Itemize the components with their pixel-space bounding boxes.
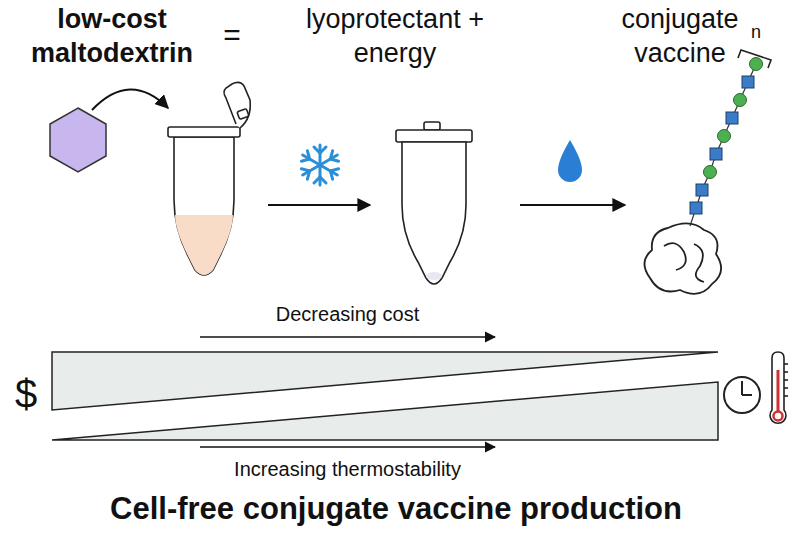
thermometer-icon <box>770 352 788 423</box>
water-drop <box>558 140 582 182</box>
title: Cell-free conjugate vaccine production <box>6 490 786 528</box>
add-arrow <box>92 89 168 110</box>
repeat-bracket <box>738 50 771 68</box>
reagent-label: low-cost maltodextrin <box>12 2 212 70</box>
open-tube <box>168 82 250 275</box>
closed-tube <box>396 122 472 284</box>
trend-label: Increasing thermostability <box>185 452 510 486</box>
trend-arrow <box>200 336 495 338</box>
step-arrow <box>268 204 370 206</box>
thermostability-wedge <box>52 382 718 440</box>
currency-symbol: $ <box>8 372 44 416</box>
carrier-protein <box>644 223 721 293</box>
glycan-units <box>690 58 763 215</box>
role-label: lyoprotectant + energy <box>295 2 495 70</box>
trend-arrow <box>200 446 495 448</box>
product-label: conjugate vaccine <box>600 2 760 70</box>
repeat-count: n <box>746 22 766 42</box>
step-arrow <box>520 204 625 206</box>
trend-label: Decreasing cost <box>195 297 500 331</box>
equals-sign: = <box>216 18 248 52</box>
glycan-chain <box>690 64 756 226</box>
snowflake <box>300 145 341 185</box>
maltodextrin-hexagon <box>50 108 106 172</box>
clock-icon <box>724 377 760 413</box>
